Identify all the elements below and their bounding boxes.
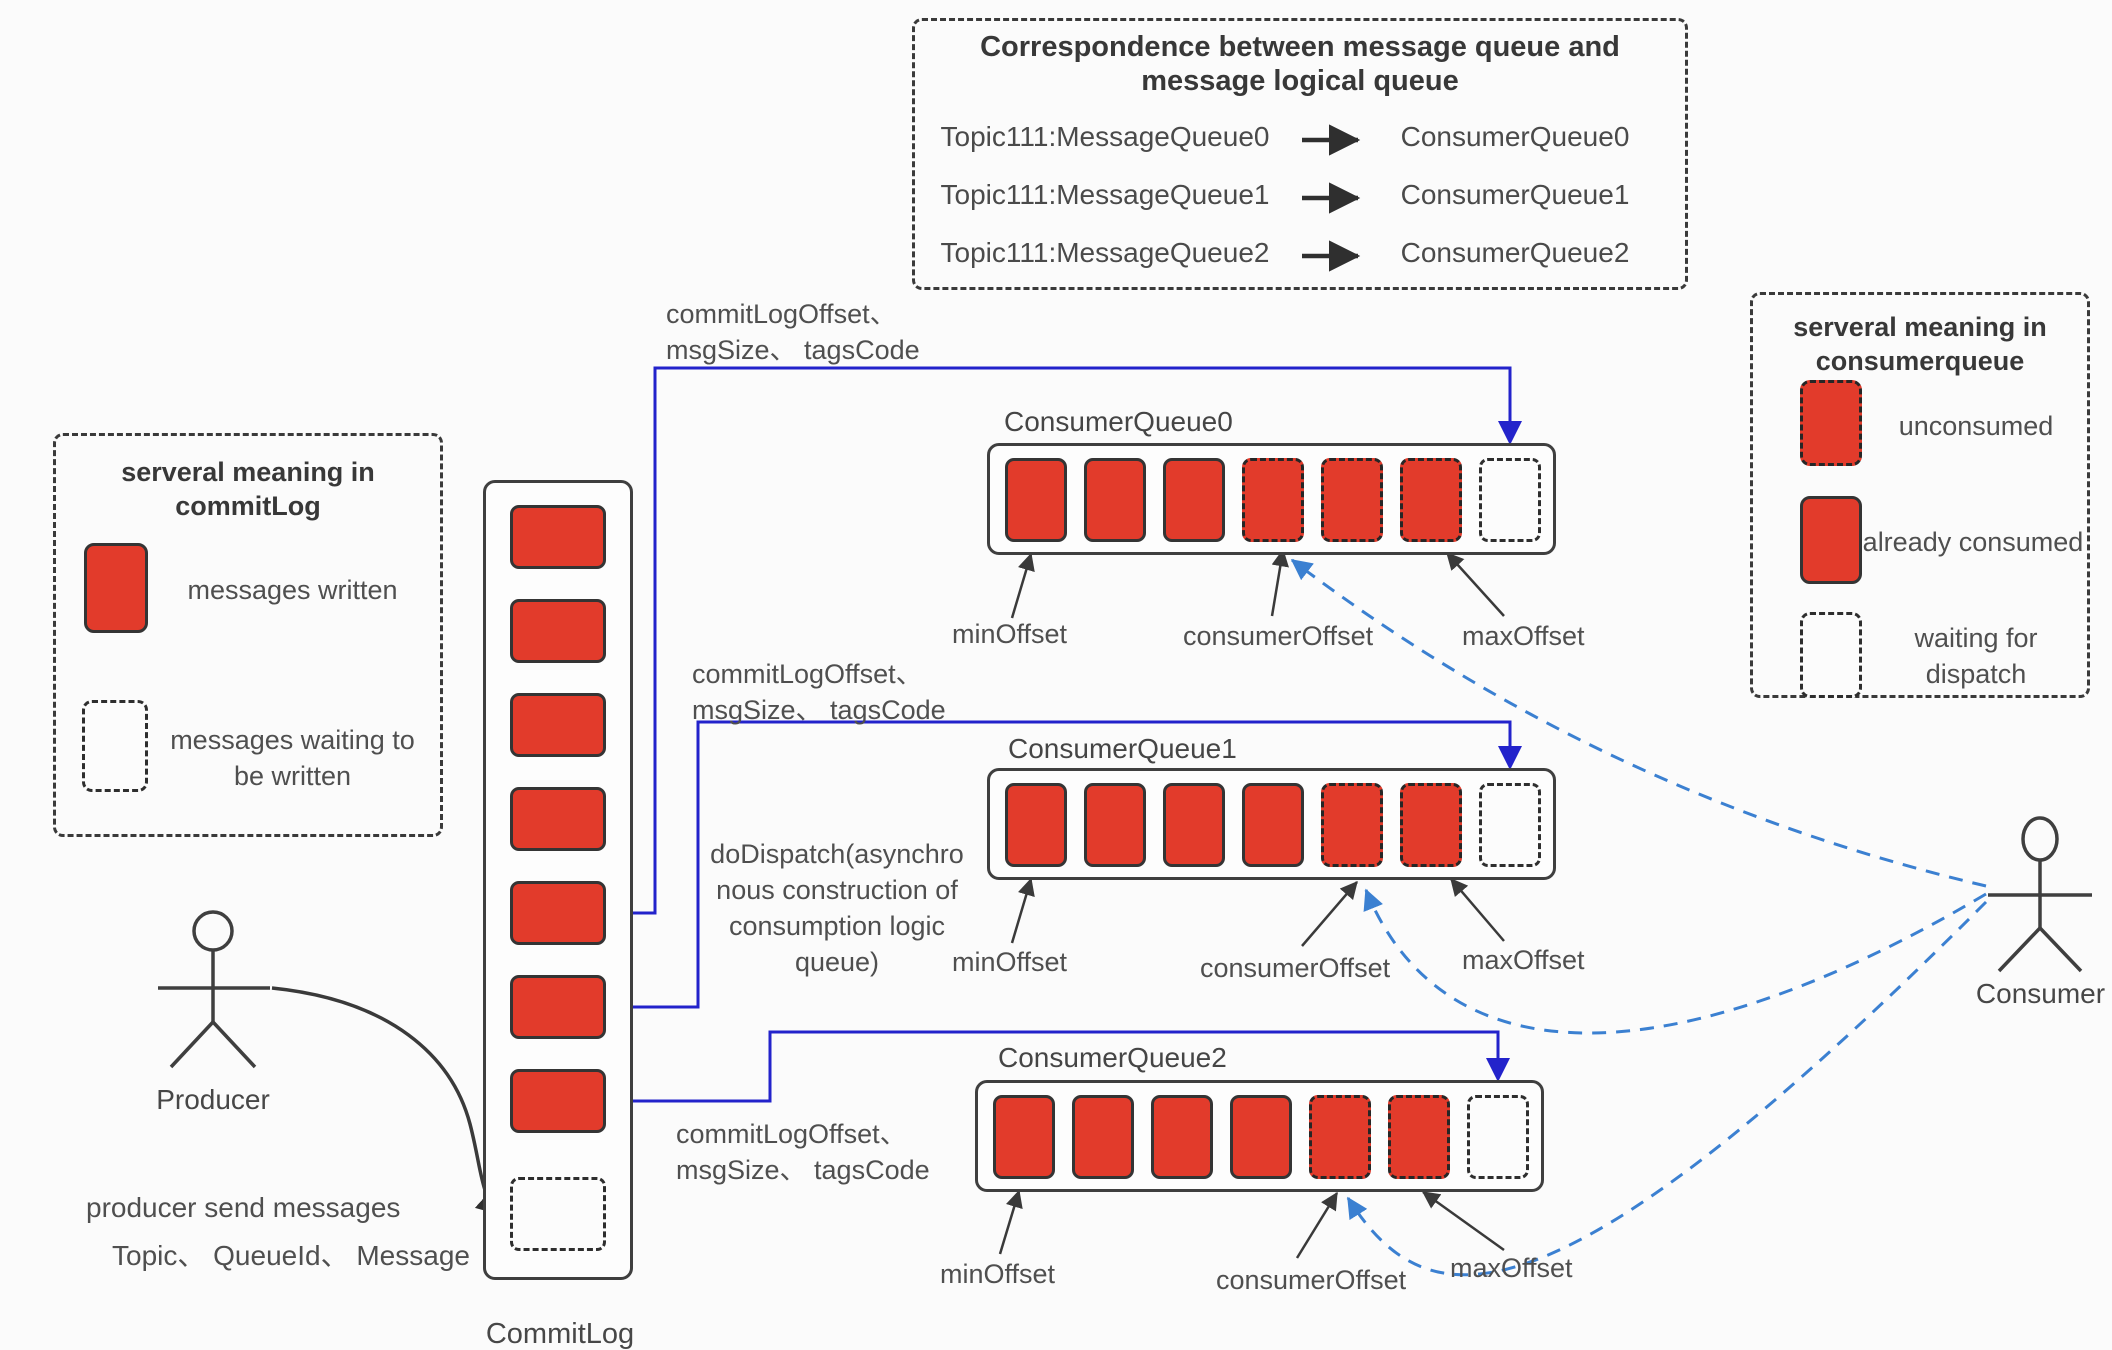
queue0-cell-consumed <box>1084 458 1146 542</box>
legend-swatch-messages-waiting <box>82 700 148 792</box>
dispatch-fields-label-1: commitLogOffset、 msgSize、 tagsCode <box>692 659 946 725</box>
queue1-cell-unconsumed <box>1321 783 1383 867</box>
commitlog-block-written <box>510 881 606 945</box>
producer-figure <box>158 910 270 1069</box>
queue1-cell-unconsumed <box>1400 783 1462 867</box>
q0-maxoffset-arrow <box>1446 552 1505 617</box>
consumer-label: Consumer <box>1975 978 2106 1009</box>
consume-curve-queue1 <box>1363 888 1987 1035</box>
correspondence-title: Correspondence between message queue and… <box>980 31 1620 97</box>
queue0-name: ConsumerQueue0 <box>1004 406 1233 437</box>
correspondence-row2-from: Topic111:MessageQueue2 <box>940 237 1270 268</box>
producer-send-label: producer send messages <box>86 1192 401 1223</box>
dispatch-fields-label-2: commitLogOffset、 msgSize、 tagsCode <box>676 1119 930 1185</box>
commitlog-label: CommitLog <box>485 1318 635 1350</box>
correspondence-box <box>912 18 1688 290</box>
queue1-minoffset-label: minOffset <box>952 947 1068 977</box>
queue1-cell-consumed <box>1163 783 1225 867</box>
producer-head <box>192 910 234 952</box>
commitlog-legend-box <box>53 433 443 837</box>
queue2-cell-unconsumed <box>1309 1095 1371 1179</box>
commitlog-block-written <box>510 1069 606 1133</box>
queue2-name: ConsumerQueue2 <box>998 1042 1227 1073</box>
queue2-cell-consumed <box>1151 1095 1213 1179</box>
producer-leg-left <box>169 1020 215 1069</box>
correspondence-row1-to: ConsumerQueue1 <box>1400 179 1630 210</box>
correspondence-row0-from: Topic111:MessageQueue0 <box>940 121 1270 152</box>
correspondence-row2-to: ConsumerQueue2 <box>1400 237 1630 268</box>
commitlog-container <box>483 480 633 1280</box>
legend-swatch-already-consumed <box>1800 496 1862 584</box>
queue2-cell-consumed <box>1230 1095 1292 1179</box>
commitlog-block-written <box>510 693 606 757</box>
consumer-leg-right <box>2038 926 2083 973</box>
legend-label-waiting-dispatch: waiting for dispatch <box>1914 623 2038 689</box>
q2-minoffset-arrow <box>998 1189 1023 1255</box>
queue0-container <box>987 443 1556 555</box>
queue1-cell-consumed <box>1242 783 1304 867</box>
producer-fields-label: Topic、 QueueId、 Message <box>112 1240 470 1271</box>
producer-send-arrow <box>271 986 502 1216</box>
queue0-consumeroffset-label: consumerOffset <box>1183 621 1374 651</box>
producer-label: Producer <box>156 1084 270 1115</box>
queue2-cell-waiting <box>1467 1095 1529 1179</box>
queue1-container <box>987 768 1556 880</box>
legend-swatch-messages-written <box>84 543 148 633</box>
queue2-consumeroffset-label: consumerOffset <box>1216 1265 1407 1295</box>
queue0-cell-unconsumed <box>1321 458 1383 542</box>
queue1-cell-waiting <box>1479 783 1541 867</box>
commitlog-block-written <box>510 975 606 1039</box>
queue0-cell-consumed <box>1163 458 1225 542</box>
consumer-leg-left <box>1997 926 2042 973</box>
commitlog-block-written <box>510 599 606 663</box>
q1-minoffset-arrow <box>1010 877 1035 944</box>
legend-label-already-consumed: already consumed <box>1862 527 2084 557</box>
queue2-cell-consumed <box>993 1095 1055 1179</box>
queue1-maxoffset-label: maxOffset <box>1462 945 1585 975</box>
consumer-figure <box>1988 816 2092 973</box>
consumerqueue-legend-box <box>1750 292 2090 698</box>
queue2-cell-unconsumed <box>1388 1095 1450 1179</box>
queue2-minoffset-label: minOffset <box>940 1259 1056 1289</box>
correspondence-row1-from: Topic111:MessageQueue1 <box>940 179 1270 210</box>
queue0-cell-consumed <box>1005 458 1067 542</box>
correspondence-row0-to: ConsumerQueue0 <box>1400 121 1630 152</box>
q1-consumeroffset-arrow <box>1301 881 1358 947</box>
queue0-cell-unconsumed <box>1400 458 1462 542</box>
queue0-cell-waiting <box>1479 458 1541 542</box>
legend-label-messages-written: messages written <box>187 575 398 605</box>
q0-consumeroffset-arrow <box>1270 548 1289 617</box>
commitlog-block-written <box>510 505 606 569</box>
consumerqueue-legend-title: serveral meaning in consumerqueue <box>1793 312 2047 376</box>
queue1-consumeroffset-label: consumerOffset <box>1200 953 1391 983</box>
queue2-cell-consumed <box>1072 1095 1134 1179</box>
queue0-maxoffset-label: maxOffset <box>1462 621 1585 651</box>
queue2-maxoffset-label: maxOffset <box>1450 1253 1573 1283</box>
commitlog-block-waiting <box>510 1177 606 1251</box>
queue2-container <box>975 1080 1544 1192</box>
commitlog-legend-title: serveral meaning in commitLog <box>121 457 375 521</box>
legend-label-messages-waiting: messages waiting to be written <box>170 725 415 791</box>
q2-consumeroffset-arrow <box>1295 1191 1339 1259</box>
queue0-minoffset-label: minOffset <box>952 619 1068 649</box>
consumer-head <box>2021 816 2059 862</box>
queue0-cell-unconsumed <box>1242 458 1304 542</box>
legend-label-unconsumed: unconsumed <box>1898 411 2054 441</box>
dodispatch-label: doDispatch(asynchro nous construction of… <box>710 839 964 977</box>
dispatch-fields-label-0: commitLogOffset、 msgSize、 tagsCode <box>666 299 920 365</box>
producer-leg-right <box>211 1020 257 1069</box>
legend-swatch-waiting-dispatch <box>1800 612 1862 698</box>
legend-swatch-unconsumed <box>1800 380 1862 466</box>
queue1-cell-consumed <box>1084 783 1146 867</box>
queue1-cell-consumed <box>1005 783 1067 867</box>
q1-maxoffset-arrow <box>1450 878 1505 942</box>
commitlog-block-written <box>510 787 606 851</box>
queue1-name: ConsumerQueue1 <box>1008 733 1237 764</box>
q2-maxoffset-arrow <box>1421 1190 1505 1252</box>
q0-minoffset-arrow <box>1010 552 1035 619</box>
